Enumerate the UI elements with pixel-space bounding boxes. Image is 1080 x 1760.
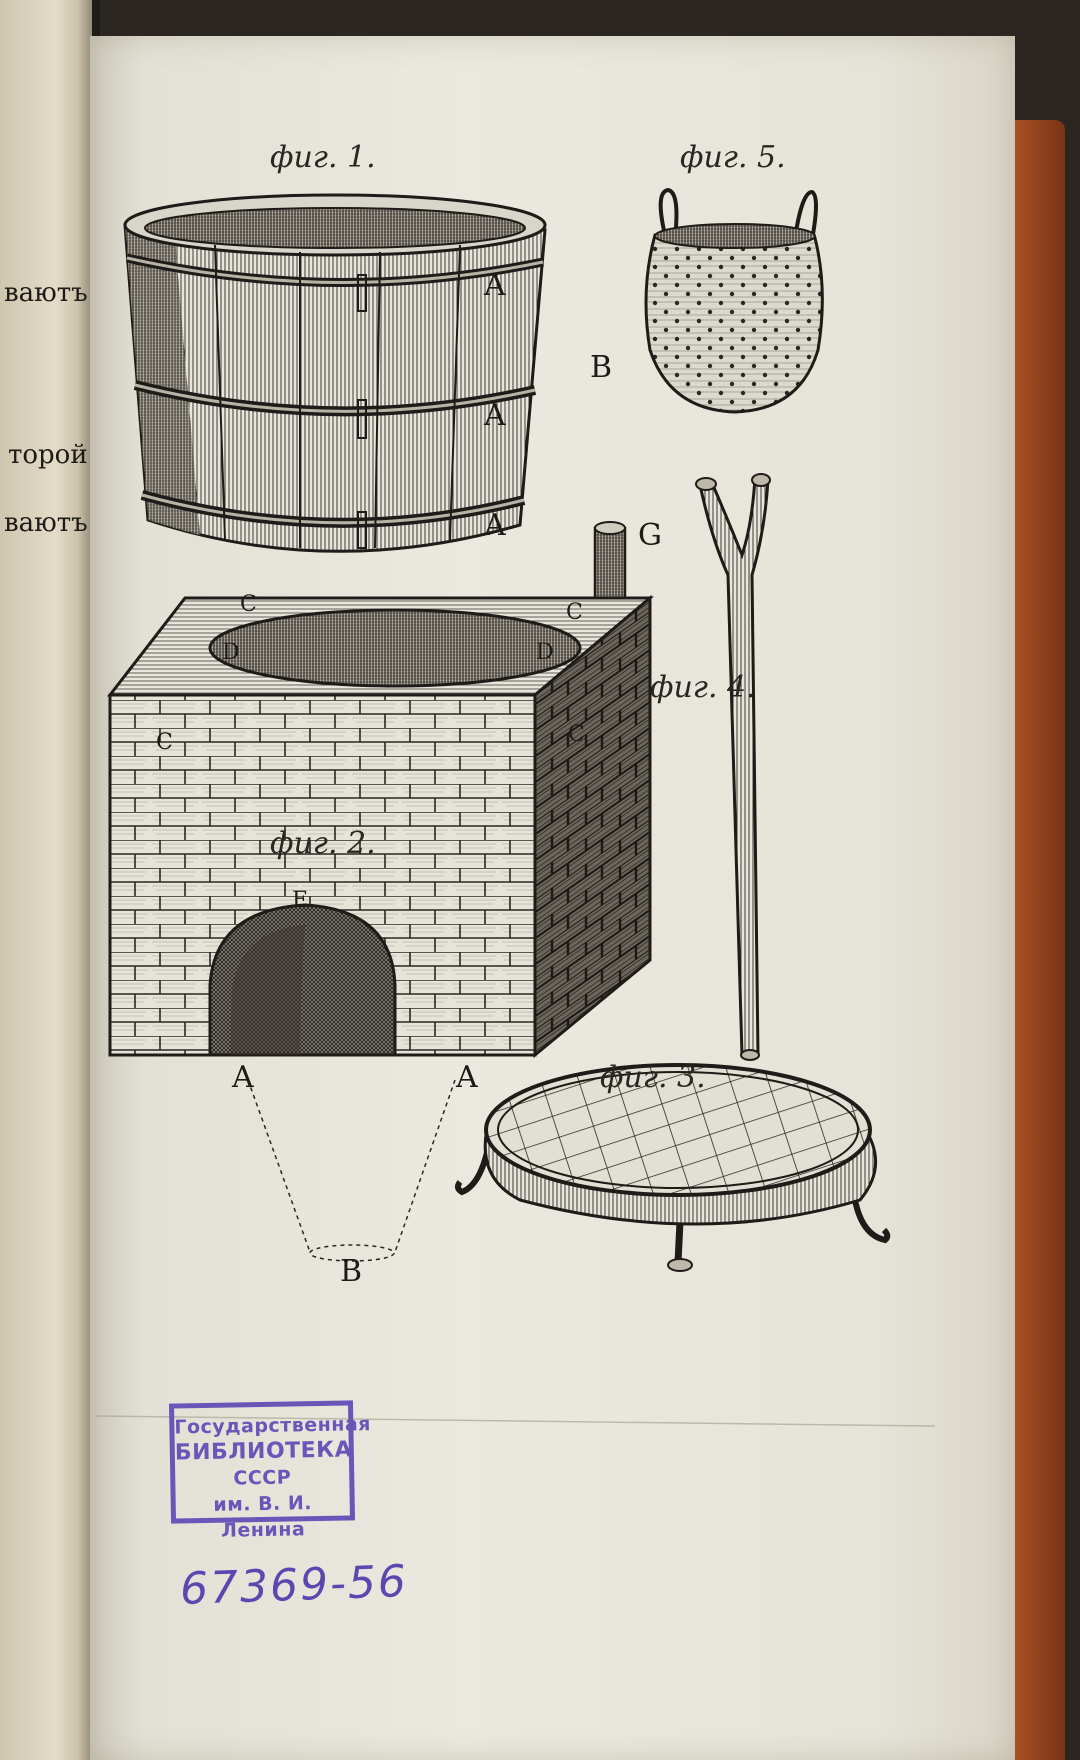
label-a-left: A [232,1060,254,1095]
label-a-tub-top: A [484,268,506,303]
fig4-caption: фиг. 4. [650,670,756,705]
fig1-tub-drawing [123,193,547,553]
label-c-front: C [156,730,173,755]
left-page-line-1: ваютъ [4,278,88,308]
label-d-left: D [222,640,240,665]
stamp-line-4: им. В. И. Ленина [213,1492,313,1542]
label-e-arch: E [292,888,309,913]
label-g-chimney: G [638,518,662,553]
fig4-stick-drawing [695,473,771,1061]
fig3-caption: фиг. 3. [600,1060,706,1095]
fig3-grate-drawing [454,1063,891,1272]
stamp-line-3: СССР [233,1466,292,1490]
label-c-top-right: C [566,600,583,625]
stamp-line-1: Государственная [174,1413,372,1439]
label-c-top-left: C [240,592,257,617]
fig2-caption: фиг. 2. [270,826,376,861]
label-c-side: C [568,722,585,747]
inventory-number: 67369-56 [179,1556,409,1615]
library-stamp: Государственная БИБЛИОТЕКА СССР им. В. И… [168,1400,372,1542]
left-page-line-2: торой [8,440,88,470]
fig1-caption: фиг. 1. [270,140,376,175]
label-a-tub-middle: A [484,398,506,433]
label-a-tub-bottom: A [484,508,506,543]
label-b-tub: B [590,350,613,385]
label-d-right: D [536,640,554,665]
label-a-right: A [456,1060,478,1095]
left-page-line-3: ваютъ. [4,508,96,538]
fig5-basket-drawing [644,187,824,414]
label-b-pit: B [340,1254,363,1289]
stamp-line-2: БИБЛИОТЕКА [174,1437,353,1466]
left-page: ваютъ торой ваютъ. [0,0,96,1760]
fig5-caption: фиг. 5. [680,140,786,175]
fig2-furnace-drawing [106,521,655,1262]
